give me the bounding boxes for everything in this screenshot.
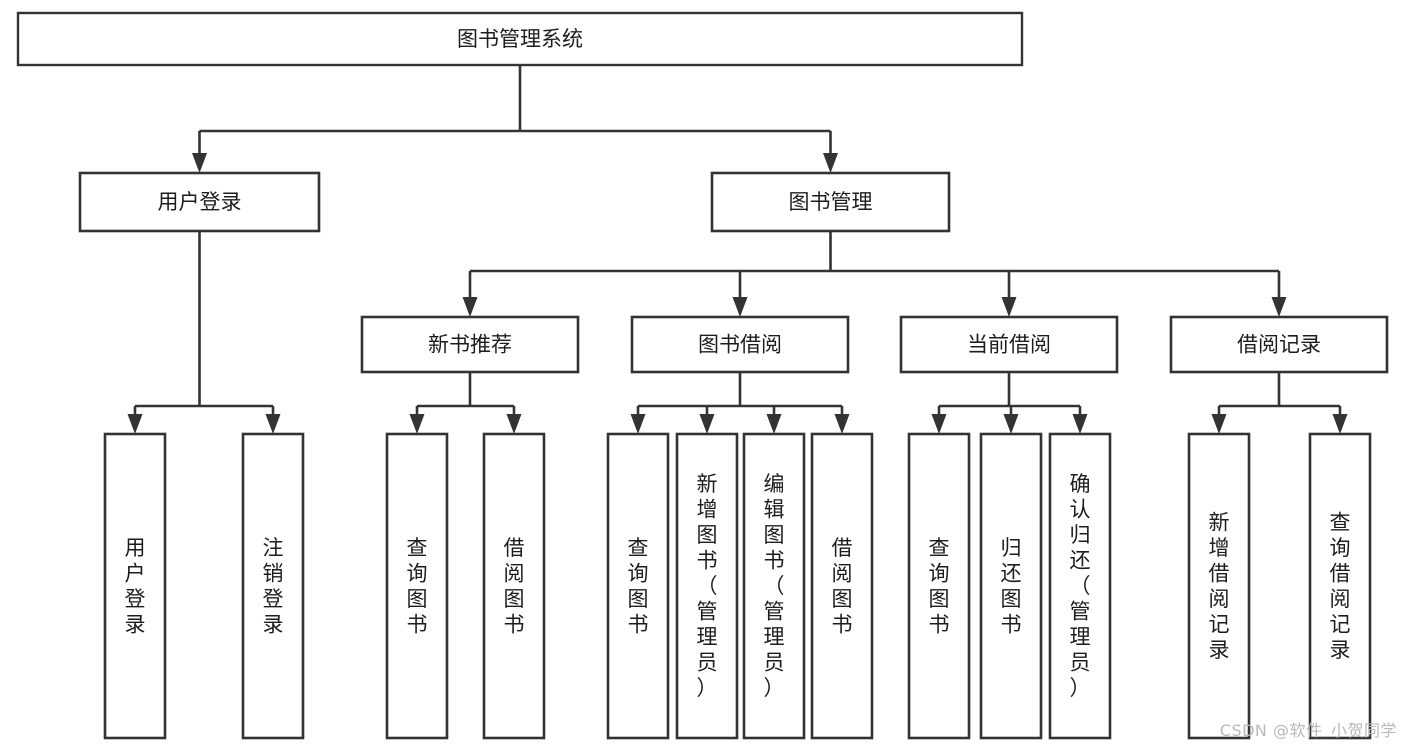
node-label-leaf_edit_book: 编辑图书（管理员） [764, 472, 785, 700]
node-box-leaf_borrow_book_2[interactable] [810, 432, 874, 740]
arrow-head-icon [1072, 414, 1088, 434]
node-box-root[interactable] [16, 11, 1024, 67]
node-box-leaf_query_book_1[interactable] [385, 432, 449, 740]
node-label-leaf_confirm_return: 确认归还（管理员） [1070, 472, 1091, 700]
arrow-head-icon [1003, 414, 1019, 434]
node-box-leaf_borrow_book_1[interactable] [482, 432, 546, 740]
node-box-leaf_confirm_return[interactable] [1048, 432, 1112, 740]
node-box-book_borrow[interactable] [630, 315, 850, 374]
arrow-head-icon [462, 297, 478, 317]
arrow-head-icon [127, 414, 143, 434]
node-book_borrow[interactable]: 图书借阅 [630, 315, 850, 374]
node-box-leaf_user_login[interactable] [103, 432, 167, 740]
node-leaf_edit_book[interactable]: 编辑图书（管理员） [742, 432, 806, 740]
node-box-leaf_query_book_3[interactable] [907, 432, 971, 740]
node-box-leaf_return_book[interactable] [979, 432, 1043, 740]
node-leaf_logout[interactable]: 注销登录 [241, 432, 305, 740]
node-label-current_borrow: 当前借阅 [967, 333, 1051, 357]
arrow-head-icon [265, 414, 281, 434]
node-box-new_book_rec[interactable] [360, 315, 580, 374]
node-label-leaf_query_book_3: 查询图书 [929, 536, 950, 637]
edges-layer [127, 65, 1348, 434]
node-current_borrow[interactable]: 当前借阅 [899, 315, 1119, 374]
node-leaf_query_book_3[interactable]: 查询图书 [907, 432, 971, 740]
node-label-leaf_borrow_book_1: 借阅图书 [504, 536, 525, 637]
node-leaf_add_record[interactable]: 新增借阅记录 [1187, 432, 1251, 740]
node-label-book_mgmt: 图书管理 [789, 190, 873, 214]
node-label-leaf_query_book_2: 查询图书 [628, 536, 649, 637]
arrow-head-icon [834, 414, 850, 434]
node-label-leaf_borrow_book_2: 借阅图书 [832, 536, 853, 637]
arrow-head-icon [630, 414, 646, 434]
nodes-layer: 图书管理系统用户登录图书管理新书推荐图书借阅当前借阅借阅记录用户登录注销登录查询… [16, 11, 1389, 740]
arrow-head-icon [931, 414, 947, 434]
arrow-head-icon [192, 153, 207, 173]
arrow-head-icon [699, 414, 715, 434]
node-leaf_query_book_2[interactable]: 查询图书 [606, 432, 670, 740]
arrow-head-icon [1001, 297, 1017, 317]
node-label-borrow_record: 借阅记录 [1237, 333, 1321, 357]
node-leaf_borrow_book_1[interactable]: 借阅图书 [482, 432, 546, 740]
csdn-watermark: CSDN @软件_小贺同学 [1219, 721, 1397, 740]
node-box-current_borrow[interactable] [899, 315, 1119, 374]
node-leaf_return_book[interactable]: 归还图书 [979, 432, 1043, 740]
node-new_book_rec[interactable]: 新书推荐 [360, 315, 580, 374]
node-book_mgmt[interactable]: 图书管理 [710, 171, 951, 233]
arrow-head-icon [1211, 414, 1227, 434]
node-label-leaf_logout: 注销登录 [263, 536, 284, 637]
arrow-head-icon [409, 414, 425, 434]
node-borrow_record[interactable]: 借阅记录 [1169, 315, 1389, 374]
node-root[interactable]: 图书管理系统 [16, 11, 1024, 67]
arrow-head-icon [1271, 297, 1287, 317]
node-box-book_mgmt[interactable] [710, 171, 951, 233]
arrow-head-icon [506, 414, 522, 434]
node-label-leaf_return_book: 归还图书 [1001, 536, 1022, 637]
node-label-root: 图书管理系统 [457, 27, 583, 51]
arrow-head-icon [823, 153, 838, 173]
node-label-user_login: 用户登录 [158, 190, 242, 214]
node-leaf_user_login[interactable]: 用户登录 [103, 432, 167, 740]
arrow-head-icon [732, 297, 748, 317]
node-leaf_query_book_1[interactable]: 查询图书 [385, 432, 449, 740]
node-user_login[interactable]: 用户登录 [78, 171, 321, 233]
node-label-leaf_add_book: 新增图书（管理员） [697, 472, 718, 700]
node-box-leaf_query_record[interactable] [1308, 432, 1372, 740]
node-leaf_add_book[interactable]: 新增图书（管理员） [675, 432, 739, 740]
node-box-leaf_add_book[interactable] [675, 432, 739, 740]
arrow-head-icon [1332, 414, 1348, 434]
node-box-leaf_query_book_2[interactable] [606, 432, 670, 740]
node-box-leaf_edit_book[interactable] [742, 432, 806, 740]
node-label-new_book_rec: 新书推荐 [428, 333, 512, 357]
node-box-borrow_record[interactable] [1169, 315, 1389, 374]
node-label-leaf_add_record: 新增借阅记录 [1209, 510, 1230, 662]
node-label-leaf_query_record: 查询借阅记录 [1330, 510, 1351, 662]
node-leaf_confirm_return[interactable]: 确认归还（管理员） [1048, 432, 1112, 740]
node-leaf_borrow_book_2[interactable]: 借阅图书 [810, 432, 874, 740]
node-box-user_login[interactable] [78, 171, 321, 233]
node-label-book_borrow: 图书借阅 [698, 333, 782, 357]
node-leaf_query_record[interactable]: 查询借阅记录 [1308, 432, 1372, 740]
node-box-leaf_logout[interactable] [241, 432, 305, 740]
arrow-head-icon [766, 414, 782, 434]
node-label-leaf_user_login: 用户登录 [125, 536, 146, 637]
node-box-leaf_add_record[interactable] [1187, 432, 1251, 740]
node-label-leaf_query_book_1: 查询图书 [407, 536, 428, 637]
